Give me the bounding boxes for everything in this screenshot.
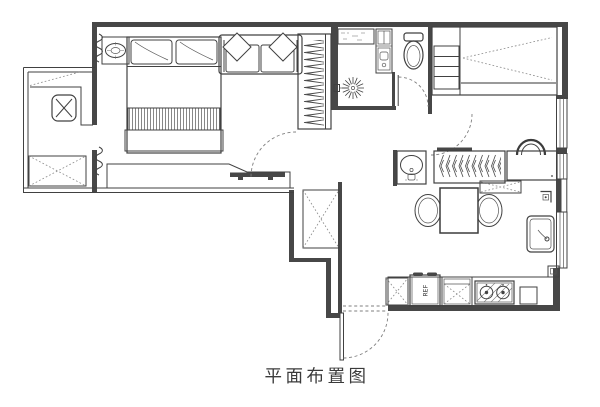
- kitchen: REF: [339, 190, 560, 361]
- pillow: [175, 39, 218, 65]
- tv: [230, 172, 285, 177]
- window-band: [556, 211, 568, 269]
- shower-head: [333, 76, 365, 100]
- wardrobe-hangers: [433, 147, 506, 184]
- dishwasher: [441, 276, 473, 307]
- toilet: [403, 32, 424, 70]
- pillow: [130, 39, 173, 65]
- door-swing-arc: [250, 131, 297, 178]
- dining-table: [439, 187, 479, 234]
- washstand: [375, 28, 393, 74]
- fridge-label: REF: [422, 285, 430, 297]
- kitchen-cabinet: [519, 286, 538, 305]
- balcony-stool: [51, 94, 77, 122]
- tv-wall: [106, 163, 291, 188]
- sofa: [218, 32, 303, 75]
- door-swing-arc: [398, 76, 429, 107]
- washing-machine: [385, 277, 409, 306]
- balcony-sill: [30, 86, 93, 126]
- sofa-pillow: [268, 32, 298, 62]
- windows: [556, 97, 568, 269]
- hallway: [302, 180, 522, 249]
- platform-bed: [431, 26, 558, 96]
- entry-door-arc: [343, 312, 389, 359]
- desk: [506, 150, 558, 181]
- bedroom-2: [430, 26, 558, 181]
- sofa-pillow: [222, 32, 252, 62]
- gas-meter: [547, 265, 560, 278]
- shoe-cabinet: [479, 180, 522, 194]
- window-band: [556, 97, 568, 149]
- hall-cabinet: [302, 189, 340, 249]
- washing-machine: [28, 155, 87, 187]
- stove-burners: [474, 280, 515, 305]
- bathroom: [333, 28, 429, 107]
- wardrobe-hangers: [297, 33, 332, 130]
- vanity-basin: [396, 150, 427, 185]
- counter-edge: [387, 276, 554, 305]
- entry-door-leaf: [339, 312, 344, 361]
- kitchen-sink: [526, 215, 555, 253]
- wall-fixture: [540, 190, 552, 203]
- blanket-stripes: [127, 107, 221, 131]
- balcony-dashed-line: [29, 71, 81, 86]
- fridge: REF: [409, 272, 441, 307]
- plan-title: 平面布置图: [265, 366, 370, 386]
- balcony: [28, 33, 103, 187]
- dining-area: [396, 147, 506, 234]
- bathroom-shelf: [337, 28, 375, 45]
- double-bed: [124, 36, 224, 154]
- ladder: [433, 45, 460, 90]
- master-bedroom: [101, 32, 332, 188]
- nightstand-lamp: [101, 36, 130, 65]
- hollow-walls: [23, 67, 294, 193]
- walls: [92, 22, 568, 318]
- curtain-icon: [95, 146, 103, 176]
